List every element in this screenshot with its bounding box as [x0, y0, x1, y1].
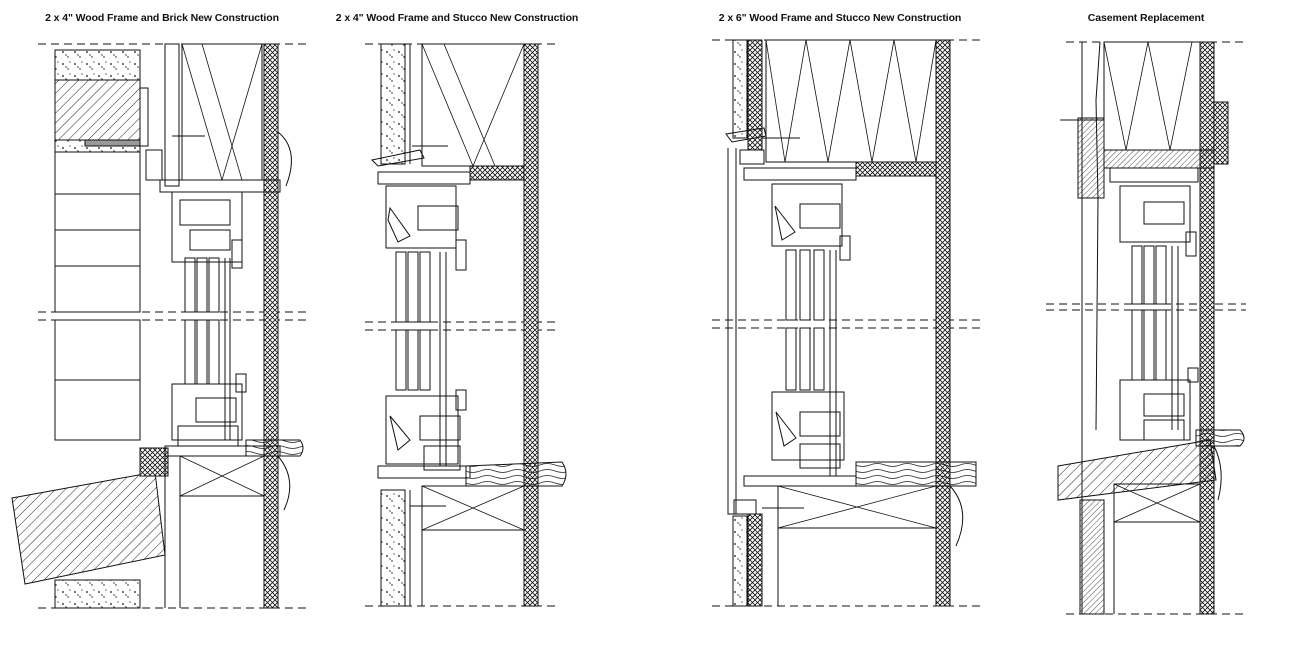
section-title-stucco-2x6: 2 x 6" Wood Frame and Stucco New Constru…	[718, 12, 962, 24]
section-title-stucco-2x4: 2 x 4" Wood Frame and Stucco New Constru…	[335, 12, 579, 24]
section-title-casement: Casement Replacement	[1087, 12, 1205, 24]
section-brick-drawing	[12, 44, 308, 608]
section-title-brick: 2 x 4" Wood Frame and Brick New Construc…	[45, 12, 279, 24]
section-stucco-2x6-drawing	[712, 40, 980, 606]
section-casement-drawing	[1046, 42, 1246, 614]
section-stucco-2x4-drawing	[365, 44, 566, 606]
